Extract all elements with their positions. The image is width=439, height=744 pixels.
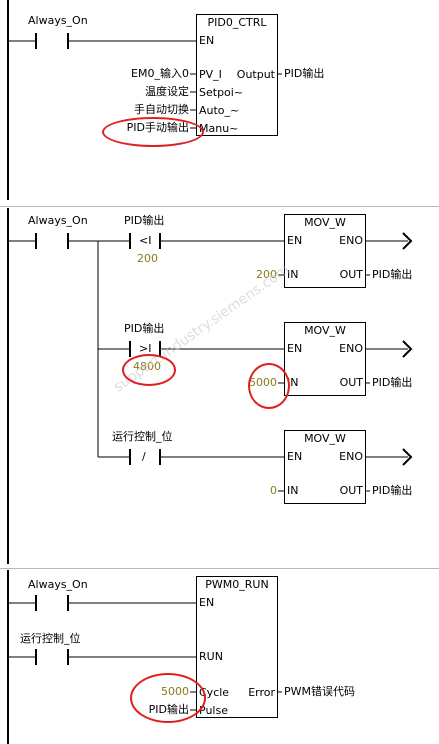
network-2[interactable]: Always_On PID输出 <I 200 PID输出 >I 4800 运行控… [0,208,439,564]
pin-output: Output [236,68,275,81]
red-annotation-circle [102,117,204,147]
pin-eno: ENO [339,450,363,463]
compare2-op: >I [139,342,152,355]
mov-w-block-1[interactable]: MOV_W EN ENO IN OUT [284,214,366,288]
pin-error: Error [248,686,275,699]
pid0-ctrl-title: PID0_CTRL [207,16,267,29]
network-1[interactable]: Always_On PID0_CTRL EN PV_I Setpoi~ Auto… [0,0,439,200]
mov-w-title: MOV_W [304,216,346,229]
pid-output-operand[interactable]: PID输出 [284,67,325,80]
pin-en: EN [199,34,215,47]
mov1-in-value[interactable]: 200 [256,268,277,281]
network-3-wires [7,570,282,744]
pin-cycle: Cycle [199,686,230,699]
compare1-operand[interactable]: PID输出 [124,214,165,227]
compare1-value[interactable]: 200 [137,252,158,265]
pin-auto: Auto_~ [199,104,240,117]
pin-out: OUT [339,376,363,389]
pin-manual: Manu~ [199,122,239,135]
pin-run: RUN [199,650,223,663]
pin-setpoint: Setpoi~ [199,86,244,99]
pwm0-run-title: PWM0_RUN [205,578,269,591]
pin-eno: ENO [339,342,363,355]
pin-eno: ENO [339,234,363,247]
pin-in: IN [287,376,299,389]
mov-w-title: MOV_W [304,432,346,445]
compare1-op: <I [139,234,152,247]
red-annotation-circle [248,363,290,409]
pv-input-operand[interactable]: EM0_输入0 [131,67,189,80]
network-3[interactable]: Always_On 运行控制_位 PWM0_RUN EN RUN Cycle P… [0,570,439,744]
pin-pulse: Pulse [199,704,228,717]
pin-pv-i: PV_I [199,68,222,81]
always-on-contact-label[interactable]: Always_On [28,578,88,591]
mov-w-block-2[interactable]: MOV_W EN ENO IN OUT [284,322,366,396]
pwm-error-code-operand[interactable]: PWM错误代码 [284,685,356,698]
mov2-out-operand[interactable]: PID输出 [372,376,413,389]
mov-w-block-3[interactable]: MOV_W EN ENO IN OUT [284,430,366,504]
mov-w-title: MOV_W [304,324,346,337]
mov1-out-operand[interactable]: PID输出 [372,268,413,281]
pin-out: OUT [339,484,363,497]
pid0-ctrl-block[interactable]: PID0_CTRL EN PV_I Setpoi~ Auto_~ Manu~ O… [196,14,278,136]
network-divider [0,206,439,207]
red-annotation-circle [122,354,176,386]
network-divider [0,568,439,569]
network-1-wires [7,0,282,200]
mov3-out-operand[interactable]: PID输出 [372,484,413,497]
pin-en: EN [199,596,215,609]
pin-en: EN [287,342,303,355]
pin-in: IN [287,484,299,497]
pin-en: EN [287,450,303,463]
pwm0-run-block[interactable]: PWM0_RUN EN RUN Cycle Pulse Error [196,576,278,718]
mov3-in-value[interactable]: 0 [270,484,277,497]
setpoint-input-operand[interactable]: 温度设定 [145,85,189,98]
always-on-contact-label[interactable]: Always_On [28,14,88,27]
pin-en: EN [287,234,303,247]
run-control-bit-label[interactable]: 运行控制_位 [20,632,81,645]
normally-closed-contact: / [142,450,146,463]
always-on-contact-label[interactable]: Always_On [28,214,88,227]
pin-in: IN [287,268,299,281]
run-control-bit-label[interactable]: 运行控制_位 [112,430,173,443]
auto-input-operand[interactable]: 手自动切换 [134,103,189,116]
compare2-operand[interactable]: PID输出 [124,322,165,335]
pin-out: OUT [339,268,363,281]
red-annotation-circle [130,673,206,723]
